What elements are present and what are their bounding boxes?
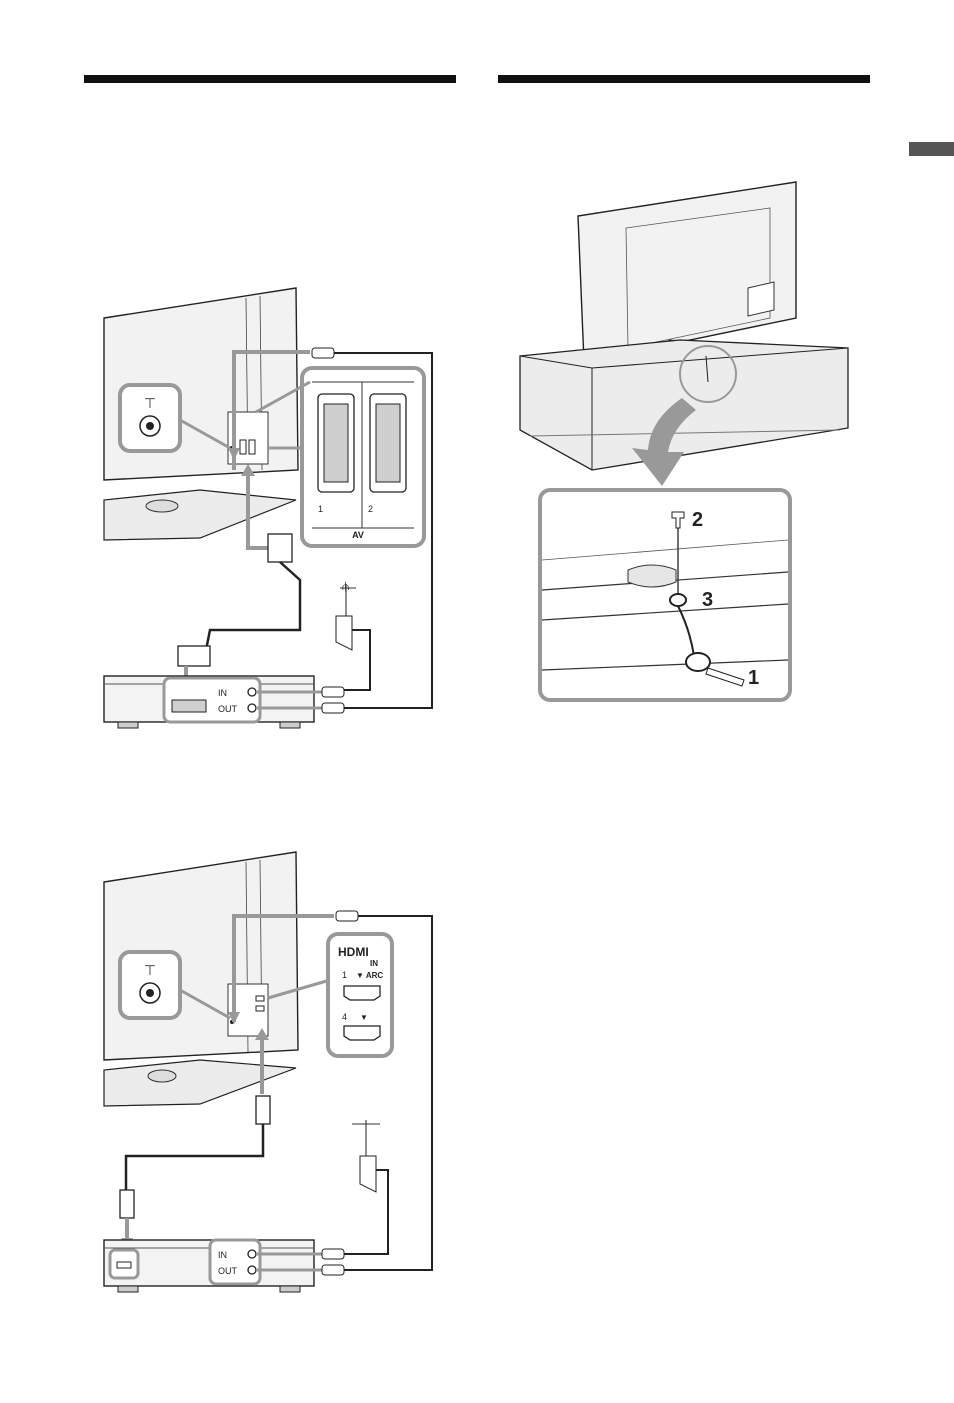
step-2-label: 2 [692, 509, 703, 531]
step-3-label: 3 [702, 589, 713, 611]
step-1-label: 1 [748, 667, 759, 689]
cord-eyelet [670, 594, 686, 606]
